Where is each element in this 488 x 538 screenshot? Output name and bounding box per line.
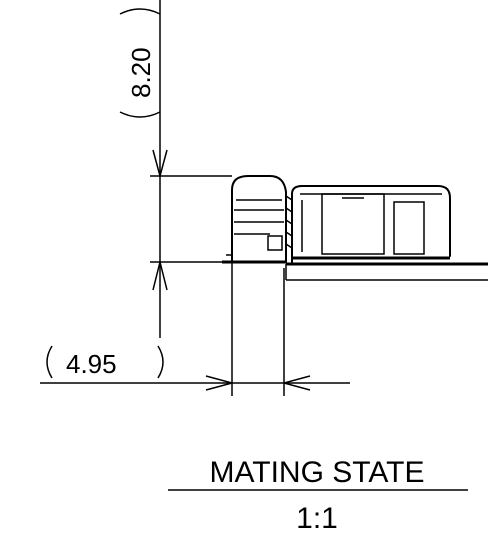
width-paren-close (157, 345, 164, 379)
receptacle-housing (285, 185, 451, 263)
height-dimension-value: 8.20 (126, 47, 156, 98)
view-scale: 1:1 (296, 502, 338, 535)
interface-marks (285, 195, 293, 249)
view-title: MATING STATE (210, 456, 425, 489)
width-arrow-right (281, 375, 311, 391)
height-paren-open (119, 8, 161, 15)
plug-housing (222, 175, 287, 264)
height-dimension: 8.20 (119, 0, 232, 338)
height-arrow-top (152, 149, 168, 179)
width-paren-open (46, 345, 53, 379)
width-arrow-left (205, 375, 235, 391)
plug-contact (267, 235, 283, 251)
plug-outline (231, 175, 287, 263)
pcb-board (285, 262, 488, 281)
width-dimension: 4.95 (40, 262, 350, 396)
height-paren-close (119, 111, 161, 118)
receptacle-cavity-1 (321, 193, 385, 255)
receptacle-cavity-2 (393, 201, 425, 255)
receptacle-outline (291, 185, 451, 263)
height-arrow-bottom (152, 261, 168, 291)
width-dimension-value: 4.95 (66, 349, 117, 379)
